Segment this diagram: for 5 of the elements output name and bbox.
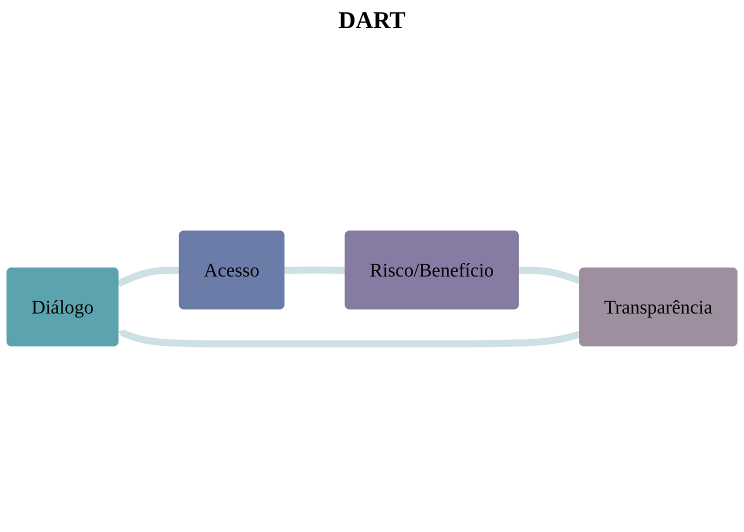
connector bbox=[117, 266, 180, 286]
connector bbox=[284, 266, 346, 274]
arrow bbox=[118, 328, 582, 347]
connector bbox=[518, 266, 582, 284]
center-label: DART bbox=[338, 8, 406, 34]
